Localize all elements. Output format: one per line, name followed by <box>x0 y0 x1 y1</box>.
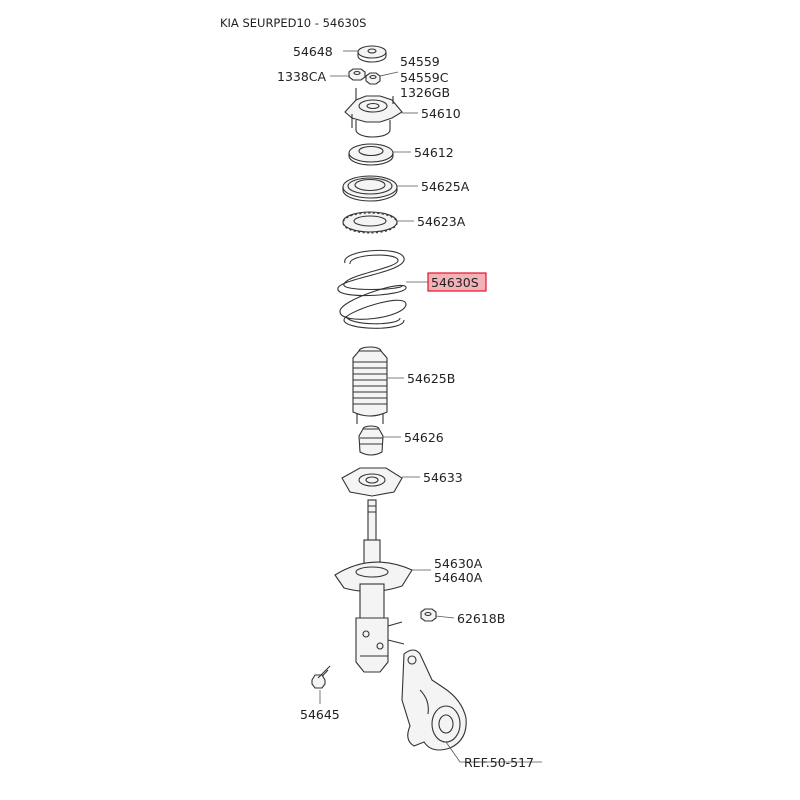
label-54559: 54559 <box>400 54 440 69</box>
label-54633: 54633 <box>423 470 463 485</box>
label-54648: 54648 <box>293 44 333 59</box>
label-54623A: 54623A <box>417 214 466 229</box>
steering-knuckle-drawing <box>401 649 467 751</box>
label-54640A: 54640A <box>434 570 483 585</box>
diagram-title: KIA SEURPED10 - 54630S <box>220 16 366 30</box>
nut-54559-drawing <box>365 72 381 85</box>
label-54630A: 54630A <box>434 556 483 571</box>
strut-54630A-drawing <box>334 499 413 673</box>
label-54645: 54645 <box>300 707 340 722</box>
label-1326GB: 1326GB <box>400 85 450 100</box>
insulator-54612-drawing <box>348 143 394 166</box>
bearing-54623A-drawing <box>342 211 398 234</box>
label-54630S[interactable]: 54630S <box>431 275 479 290</box>
leader-lines <box>319 50 542 763</box>
label-54625B: 54625B <box>407 371 455 386</box>
nut-62618B-drawing <box>420 608 437 622</box>
bump-stopper-54626-drawing <box>358 425 384 456</box>
spring-pad-54633-drawing <box>341 467 403 497</box>
label-54626: 54626 <box>404 430 444 445</box>
label-1338CA: 1338CA <box>277 69 327 84</box>
label-54610: 54610 <box>421 106 461 121</box>
label-54612: 54612 <box>414 145 454 160</box>
seat-54625A-drawing <box>342 175 398 202</box>
highlight-box-54630S <box>427 272 487 292</box>
reference-label[interactable]: REF.50-517 <box>464 755 534 770</box>
dust-boot-54625B-drawing <box>352 346 388 424</box>
label-54625A: 54625A <box>421 179 470 194</box>
label-54559C: 54559C <box>400 70 449 85</box>
top-mount-54610-drawing <box>344 88 403 138</box>
cap-54648-drawing <box>357 45 387 63</box>
nut-1338CA-drawing <box>348 68 366 81</box>
bolt-54645-drawing <box>311 665 331 689</box>
coil-spring-54630S-drawing <box>337 249 407 329</box>
label-62618B: 62618B <box>457 611 505 626</box>
